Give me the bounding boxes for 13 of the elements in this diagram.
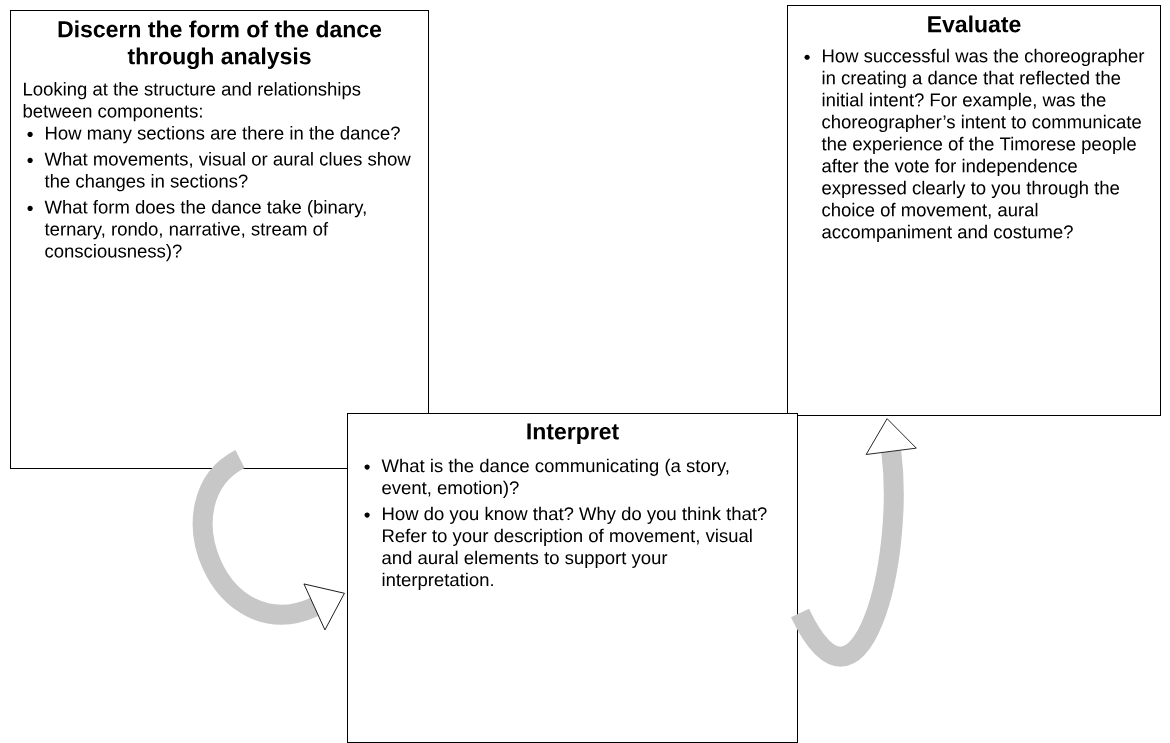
curved-arrow — [791, 418, 917, 667]
bullet-item: What is the dance communicating (a story, event, emotion)? — [381, 458, 729, 498]
bullet-item: What form does the dance take (binary, ternary, rondo, narrative, stream of consciousness)? — [44, 200, 366, 262]
bullet-item: How many sections are there in the dance? — [46, 126, 400, 144]
bullet-item: How successful was the choreographer in creating a dance that reflected the initial intent? For example, was the choreographer’s intent to communicate the experience of the Timorese people after the vote for independence expressed clearly to you through the choice of movement, aural accompaniment and costume? — [821, 48, 1145, 243]
box-heading: Interpret — [527, 423, 619, 445]
text-box — [347, 413, 798, 743]
paragraph: Looking at the structure and relationships between components: — [23, 82, 361, 122]
box-heading: Discern the form of the dance through analysis — [58, 20, 382, 70]
box-heading: Evaluate — [928, 15, 1021, 33]
bullet-item: What movements, visual or aural clues show the changes in sections? — [44, 152, 411, 192]
bullet-item: How do you know that? Why do you think that? Refer to your description of movement, visual and aural elements to support your interpretation. — [382, 506, 767, 590]
text-box — [787, 5, 1161, 416]
